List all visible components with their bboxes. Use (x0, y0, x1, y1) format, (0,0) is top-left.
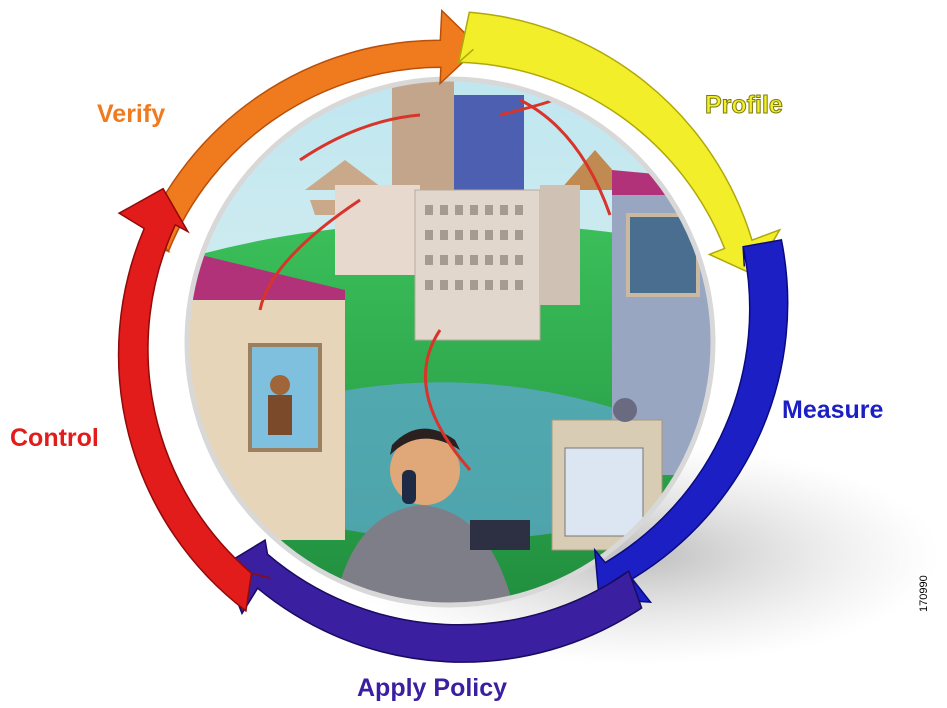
stage-verify-arrow (139, 8, 481, 253)
control-label: Control (10, 424, 99, 452)
stage-measure-arrow (593, 239, 789, 604)
apply-policy-label: Apply Policy (357, 674, 508, 702)
figure-id: 170990 (918, 575, 930, 612)
verify-label: Verify (97, 100, 166, 128)
profile-label: Profile (705, 91, 784, 120)
measure-label: Measure (782, 396, 884, 424)
stage-control-arrow (117, 187, 271, 613)
